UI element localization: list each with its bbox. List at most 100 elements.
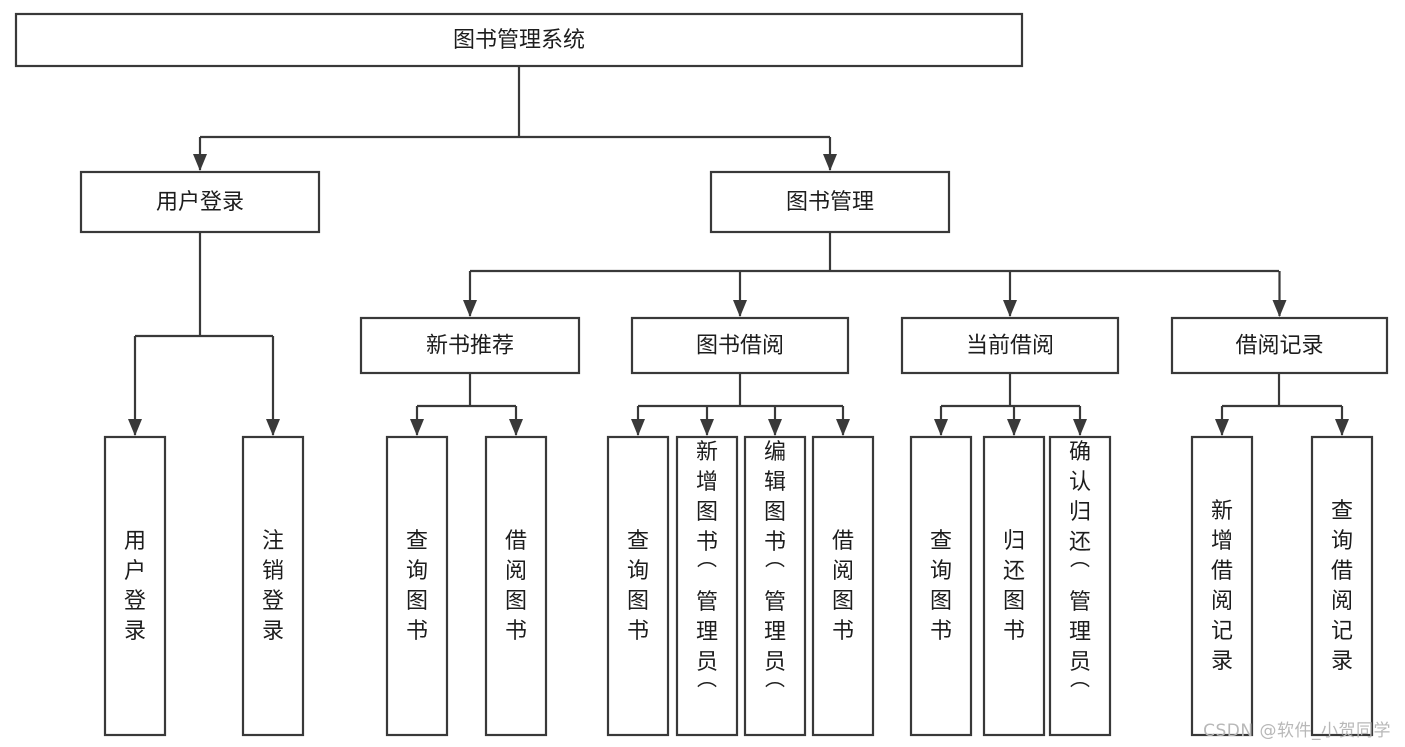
node-label-char: 户 — [124, 559, 146, 584]
node-label-char: 图 — [505, 589, 527, 614]
node-label: 归还图书 — [1003, 529, 1025, 644]
arrow-head-icon — [700, 419, 714, 436]
node-label-char: 图 — [832, 589, 854, 614]
node-label-char: 还 — [1069, 530, 1091, 555]
node-leaf-8[interactable]: 查询图书 — [909, 435, 973, 737]
node-box[interactable] — [1310, 435, 1374, 737]
node-level3-3[interactable]: 借阅记录 — [1170, 316, 1389, 375]
node-label: 新增借阅记录 — [1211, 499, 1233, 674]
node-leaf-10[interactable]: 确认归还⌒管理员⌒ — [1048, 435, 1112, 737]
node-label: 编辑图书⌒管理员⌒ — [764, 440, 786, 704]
node-label-char: ⌒ — [1070, 560, 1090, 584]
node-box[interactable] — [103, 435, 167, 737]
node-label-char: 管 — [1069, 590, 1091, 615]
node-label: 图书借阅 — [696, 334, 784, 359]
node-label-char: 还 — [1003, 559, 1025, 584]
node-leaf-2[interactable]: 查询图书 — [385, 435, 449, 737]
node-leaf-11[interactable]: 新增借阅记录 — [1190, 435, 1254, 737]
node-label: 确认归还⌒管理员⌒ — [1069, 440, 1091, 704]
node-label-char: 询 — [406, 559, 428, 584]
node-label-char: 归 — [1069, 500, 1091, 525]
node-label-char: 阅 — [1331, 589, 1353, 614]
arrow-head-icon — [631, 419, 645, 436]
node-label-char: 录 — [262, 619, 284, 644]
node-level2-0[interactable]: 用户登录 — [79, 170, 321, 234]
node-label: 查询图书 — [930, 529, 952, 644]
node-box[interactable] — [484, 435, 548, 737]
node-leaf-12[interactable]: 查询借阅记录 — [1310, 435, 1374, 737]
node-label: 借阅记录 — [1235, 334, 1323, 359]
node-leaf-1[interactable]: 注销登录 — [241, 435, 305, 737]
node-label-char: 书 — [696, 530, 718, 555]
arrow-head-icon — [193, 154, 207, 171]
connector-layer — [128, 66, 1349, 436]
node-label: 查询图书 — [406, 529, 428, 644]
node-label-char: 记 — [1331, 619, 1353, 644]
node-label-char: 图 — [1003, 589, 1025, 614]
node-box[interactable] — [385, 435, 449, 737]
node-label-char: 理 — [764, 620, 786, 645]
node-box[interactable] — [709, 170, 951, 234]
node-level2-1[interactable]: 图书管理 — [709, 170, 951, 234]
node-leaf-4[interactable]: 查询图书 — [606, 435, 670, 737]
node-leaf-9[interactable]: 归还图书 — [982, 435, 1046, 737]
node-box[interactable] — [14, 12, 1024, 68]
node-label-char: 图 — [406, 589, 428, 614]
node-label: 注销登录 — [262, 529, 284, 644]
node-box[interactable] — [1048, 435, 1112, 737]
node-label-char: 理 — [1069, 620, 1091, 645]
node-label-char: 图 — [627, 589, 649, 614]
node-label-char: 确 — [1069, 440, 1091, 465]
node-box[interactable] — [675, 435, 739, 737]
node-label-char: 录 — [124, 619, 146, 644]
node-label-char: ⌒ — [1070, 680, 1090, 704]
node-label-char: 理 — [696, 620, 718, 645]
node-label-char: 辑 — [764, 470, 786, 495]
node-label-char: 员 — [1069, 650, 1091, 675]
node-label-char: 员 — [696, 650, 718, 675]
node-box[interactable] — [241, 435, 305, 737]
node-box[interactable] — [606, 435, 670, 737]
node-box[interactable] — [811, 435, 875, 737]
node-label-char: 注 — [262, 529, 284, 554]
node-label-char: 录 — [1211, 649, 1233, 674]
node-label-char: 阅 — [832, 559, 854, 584]
node-label-char: 借 — [832, 529, 854, 554]
node-box[interactable] — [359, 316, 581, 375]
arrow-head-icon — [509, 419, 523, 436]
node-label-char: 查 — [406, 529, 428, 554]
node-leaf-5[interactable]: 新增图书⌒管理员⌒ — [675, 435, 739, 737]
node-leaf-3[interactable]: 借阅图书 — [484, 435, 548, 737]
node-leaf-6[interactable]: 编辑图书⌒管理员⌒ — [743, 435, 807, 737]
node-label-char: 新 — [696, 440, 718, 465]
node-level3-2[interactable]: 当前借阅 — [900, 316, 1120, 375]
arrow-head-icon — [1215, 419, 1229, 436]
node-box[interactable] — [630, 316, 850, 375]
node-label: 当前借阅 — [966, 334, 1054, 359]
node-box[interactable] — [982, 435, 1046, 737]
node-label-char: 书 — [627, 619, 649, 644]
node-label-char: 登 — [124, 589, 146, 614]
arrow-head-icon — [410, 419, 424, 436]
node-root-0[interactable]: 图书管理系统 — [14, 12, 1024, 68]
node-box[interactable] — [1170, 316, 1389, 375]
node-leaf-7[interactable]: 借阅图书 — [811, 435, 875, 737]
node-label-char: ⌒ — [697, 560, 717, 584]
node-label-char: 借 — [505, 529, 527, 554]
node-label: 图书管理系统 — [453, 28, 585, 53]
node-leaf-0[interactable]: 用户登录 — [103, 435, 167, 737]
node-label-char: 录 — [1331, 649, 1353, 674]
node-label: 用户登录 — [156, 190, 244, 215]
node-label: 查询借阅记录 — [1331, 499, 1353, 674]
node-box[interactable] — [1190, 435, 1254, 737]
node-box[interactable] — [743, 435, 807, 737]
node-label-char: 借 — [1211, 559, 1233, 584]
node-level3-1[interactable]: 图书借阅 — [630, 316, 850, 375]
node-box[interactable] — [79, 170, 321, 234]
node-layer: 图书管理系统用户登录图书管理新书推荐图书借阅当前借阅借阅记录用户登录注销登录查询… — [14, 12, 1389, 737]
node-level3-0[interactable]: 新书推荐 — [359, 316, 581, 375]
node-box[interactable] — [900, 316, 1120, 375]
arrow-head-icon — [1007, 419, 1021, 436]
node-box[interactable] — [909, 435, 973, 737]
node-label: 图书管理 — [786, 190, 874, 215]
